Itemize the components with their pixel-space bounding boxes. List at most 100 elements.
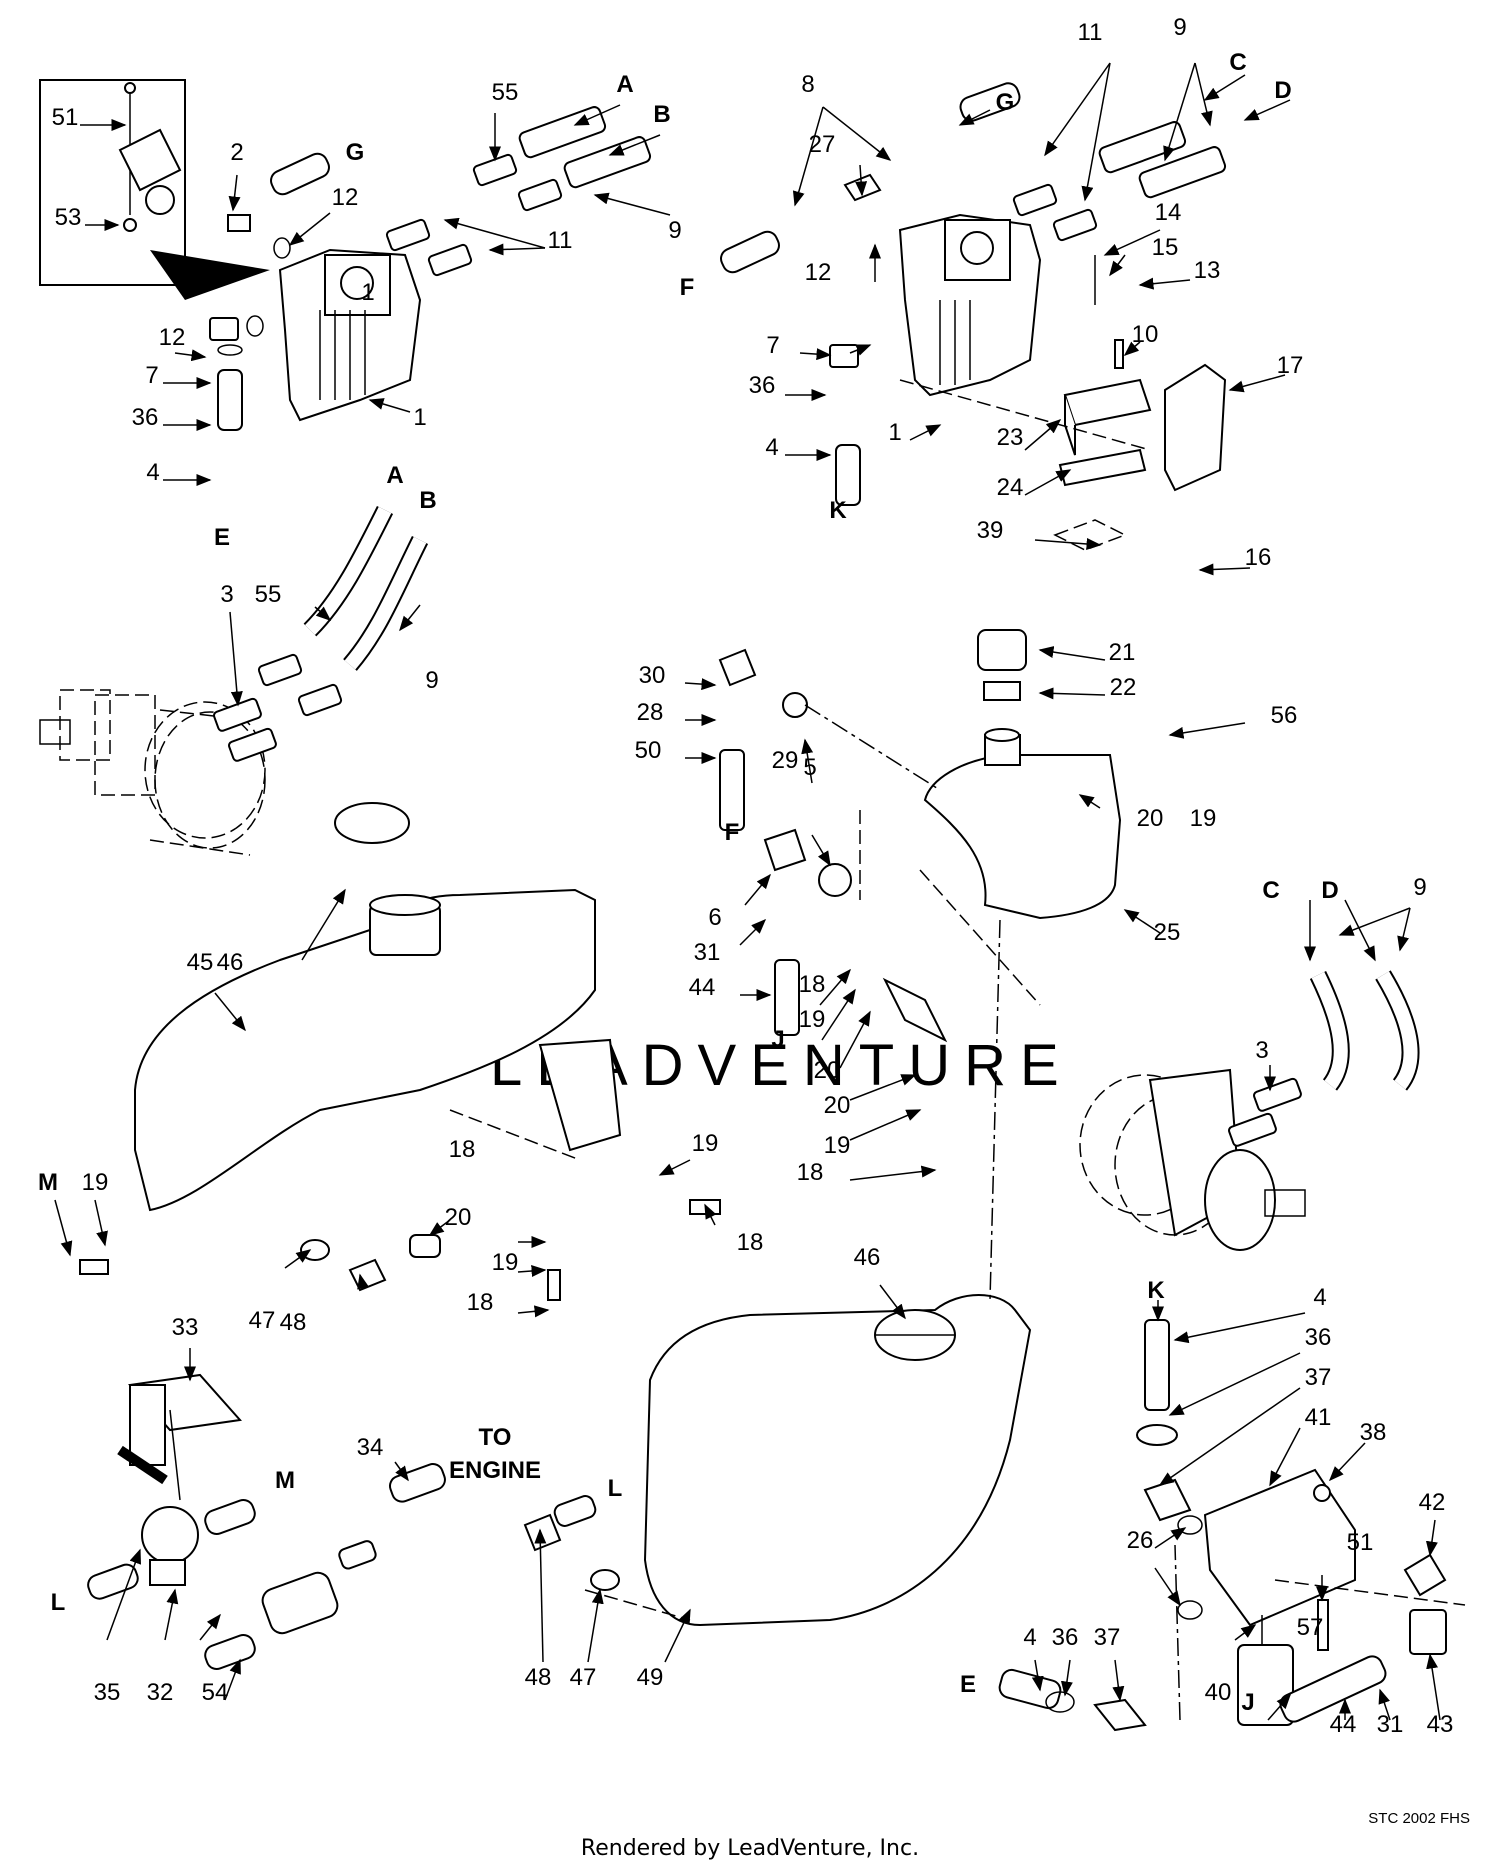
callout-number: 36 [749,372,776,399]
callout-number: 19 [692,1130,719,1157]
callout-number: 20 [1137,805,1164,832]
callout-number: 48 [280,1309,307,1336]
filter-assembly [998,1319,1447,1732]
connection-letter: G [346,139,365,166]
callout-number: 50 [635,737,662,764]
right-pump-fittings [720,82,1227,506]
callout-number: 39 [977,517,1004,544]
callout-number: 31 [694,939,721,966]
wheel-motor-left [39,689,266,856]
callout-number: 15 [1152,234,1179,261]
callout-number: 28 [637,699,664,726]
callout-number: 43 [1427,1711,1454,1738]
alignment-lines [169,379,1466,1721]
callout-number: 46 [217,949,244,976]
connection-letter: C [1229,49,1246,76]
callout-number: 1 [888,419,901,446]
callout-number: 20 [824,1092,851,1119]
callout-number: 6 [708,904,721,931]
callout-number: 56 [1271,702,1298,729]
connection-letter: G [996,89,1015,116]
connection-letter: A [616,71,633,98]
callout-number: 11 [1078,19,1103,46]
callout-number: 2 [230,139,243,166]
callout-number: 54 [202,1679,229,1706]
callout-number: 25 [1154,919,1181,946]
connection-letter: F [725,819,740,846]
to-engine-label-line2: ENGINE [449,1457,541,1484]
callout-number: 29 [772,747,799,774]
connection-letter: L [608,1475,623,1502]
callout-number: 47 [249,1307,276,1334]
reservoir-tank [923,629,1122,920]
callout-number: 46 [854,1244,881,1271]
hydro-pump-left [278,248,422,422]
callout-number: 31 [1377,1711,1404,1738]
callout-number: 57 [1297,1614,1324,1641]
callout-number: 4 [765,434,778,461]
left-pump-fittings [209,106,652,431]
callout-number: 36 [1305,1324,1332,1351]
leader-lines [54,62,1441,1721]
callout-number: 4 [1023,1624,1036,1651]
connection-letter: M [38,1169,58,1196]
connection-letter: M [275,1467,295,1494]
wheel-motor-right [1079,1068,1306,1251]
callout-number: 17 [1277,352,1304,379]
callout-number: 3 [1255,1037,1268,1064]
to-engine-label-line1: TO [479,1424,512,1451]
callout-number: 18 [449,1136,476,1163]
connection-letter: B [653,101,670,128]
callout-number: 18 [737,1229,764,1256]
callout-number: 38 [1360,1419,1387,1446]
mount-bracket [1053,255,1227,551]
callout-number: 12 [332,184,359,211]
callout-number: 45 [187,949,214,976]
callout-number: 24 [997,474,1024,501]
callout-number: 22 [1110,674,1137,701]
callout-number: 32 [147,1679,174,1706]
connection-letter: A [386,462,403,489]
callout-number: 9 [1413,874,1426,901]
callout-number: 11 [548,227,573,254]
connection-letter: K [1147,1277,1165,1304]
callout-number: 35 [94,1679,121,1706]
callout-number: 36 [1052,1624,1079,1651]
callout-number: 12 [805,259,832,286]
callout-number: 12 [159,324,186,351]
callout-number: 21 [1109,639,1136,666]
connection-letter: L [51,1589,66,1616]
callout-number: 53 [55,204,82,231]
connection-letter: E [214,524,230,551]
callout-number: 36 [132,404,159,431]
callout-number: 8 [801,71,814,98]
connection-letter: D [1321,877,1338,904]
callout-number: 27 [809,131,836,158]
callout-number: 19 [824,1132,851,1159]
callout-number: 18 [467,1289,494,1316]
callout-number: 23 [997,424,1024,451]
callout-number: 4 [146,459,159,486]
callout-number: 30 [639,662,666,689]
callout-number: 49 [637,1664,664,1691]
connection-letter: B [419,487,436,514]
callout-number: 18 [797,1159,824,1186]
callout-number: 7 [766,332,779,359]
callout-number: 1 [413,404,426,431]
callout-number: 5 [803,754,816,781]
connection-letter: K [829,497,847,524]
center-fittings [718,648,948,1043]
callout-number: 33 [172,1314,199,1341]
connection-letter: J [771,1026,784,1053]
callout-number: 9 [668,217,681,244]
callout-number: 19 [799,1006,826,1033]
callout-number: 10 [1132,321,1159,348]
connection-letter: E [960,1671,976,1698]
left-motor-hoses [213,505,429,762]
detail-inset [39,79,270,300]
callout-number: 37 [1305,1364,1332,1391]
callout-number: 9 [425,667,438,694]
tank-left [134,802,622,1212]
callout-number: 18 [799,971,826,998]
callout-number: 14 [1155,199,1182,226]
